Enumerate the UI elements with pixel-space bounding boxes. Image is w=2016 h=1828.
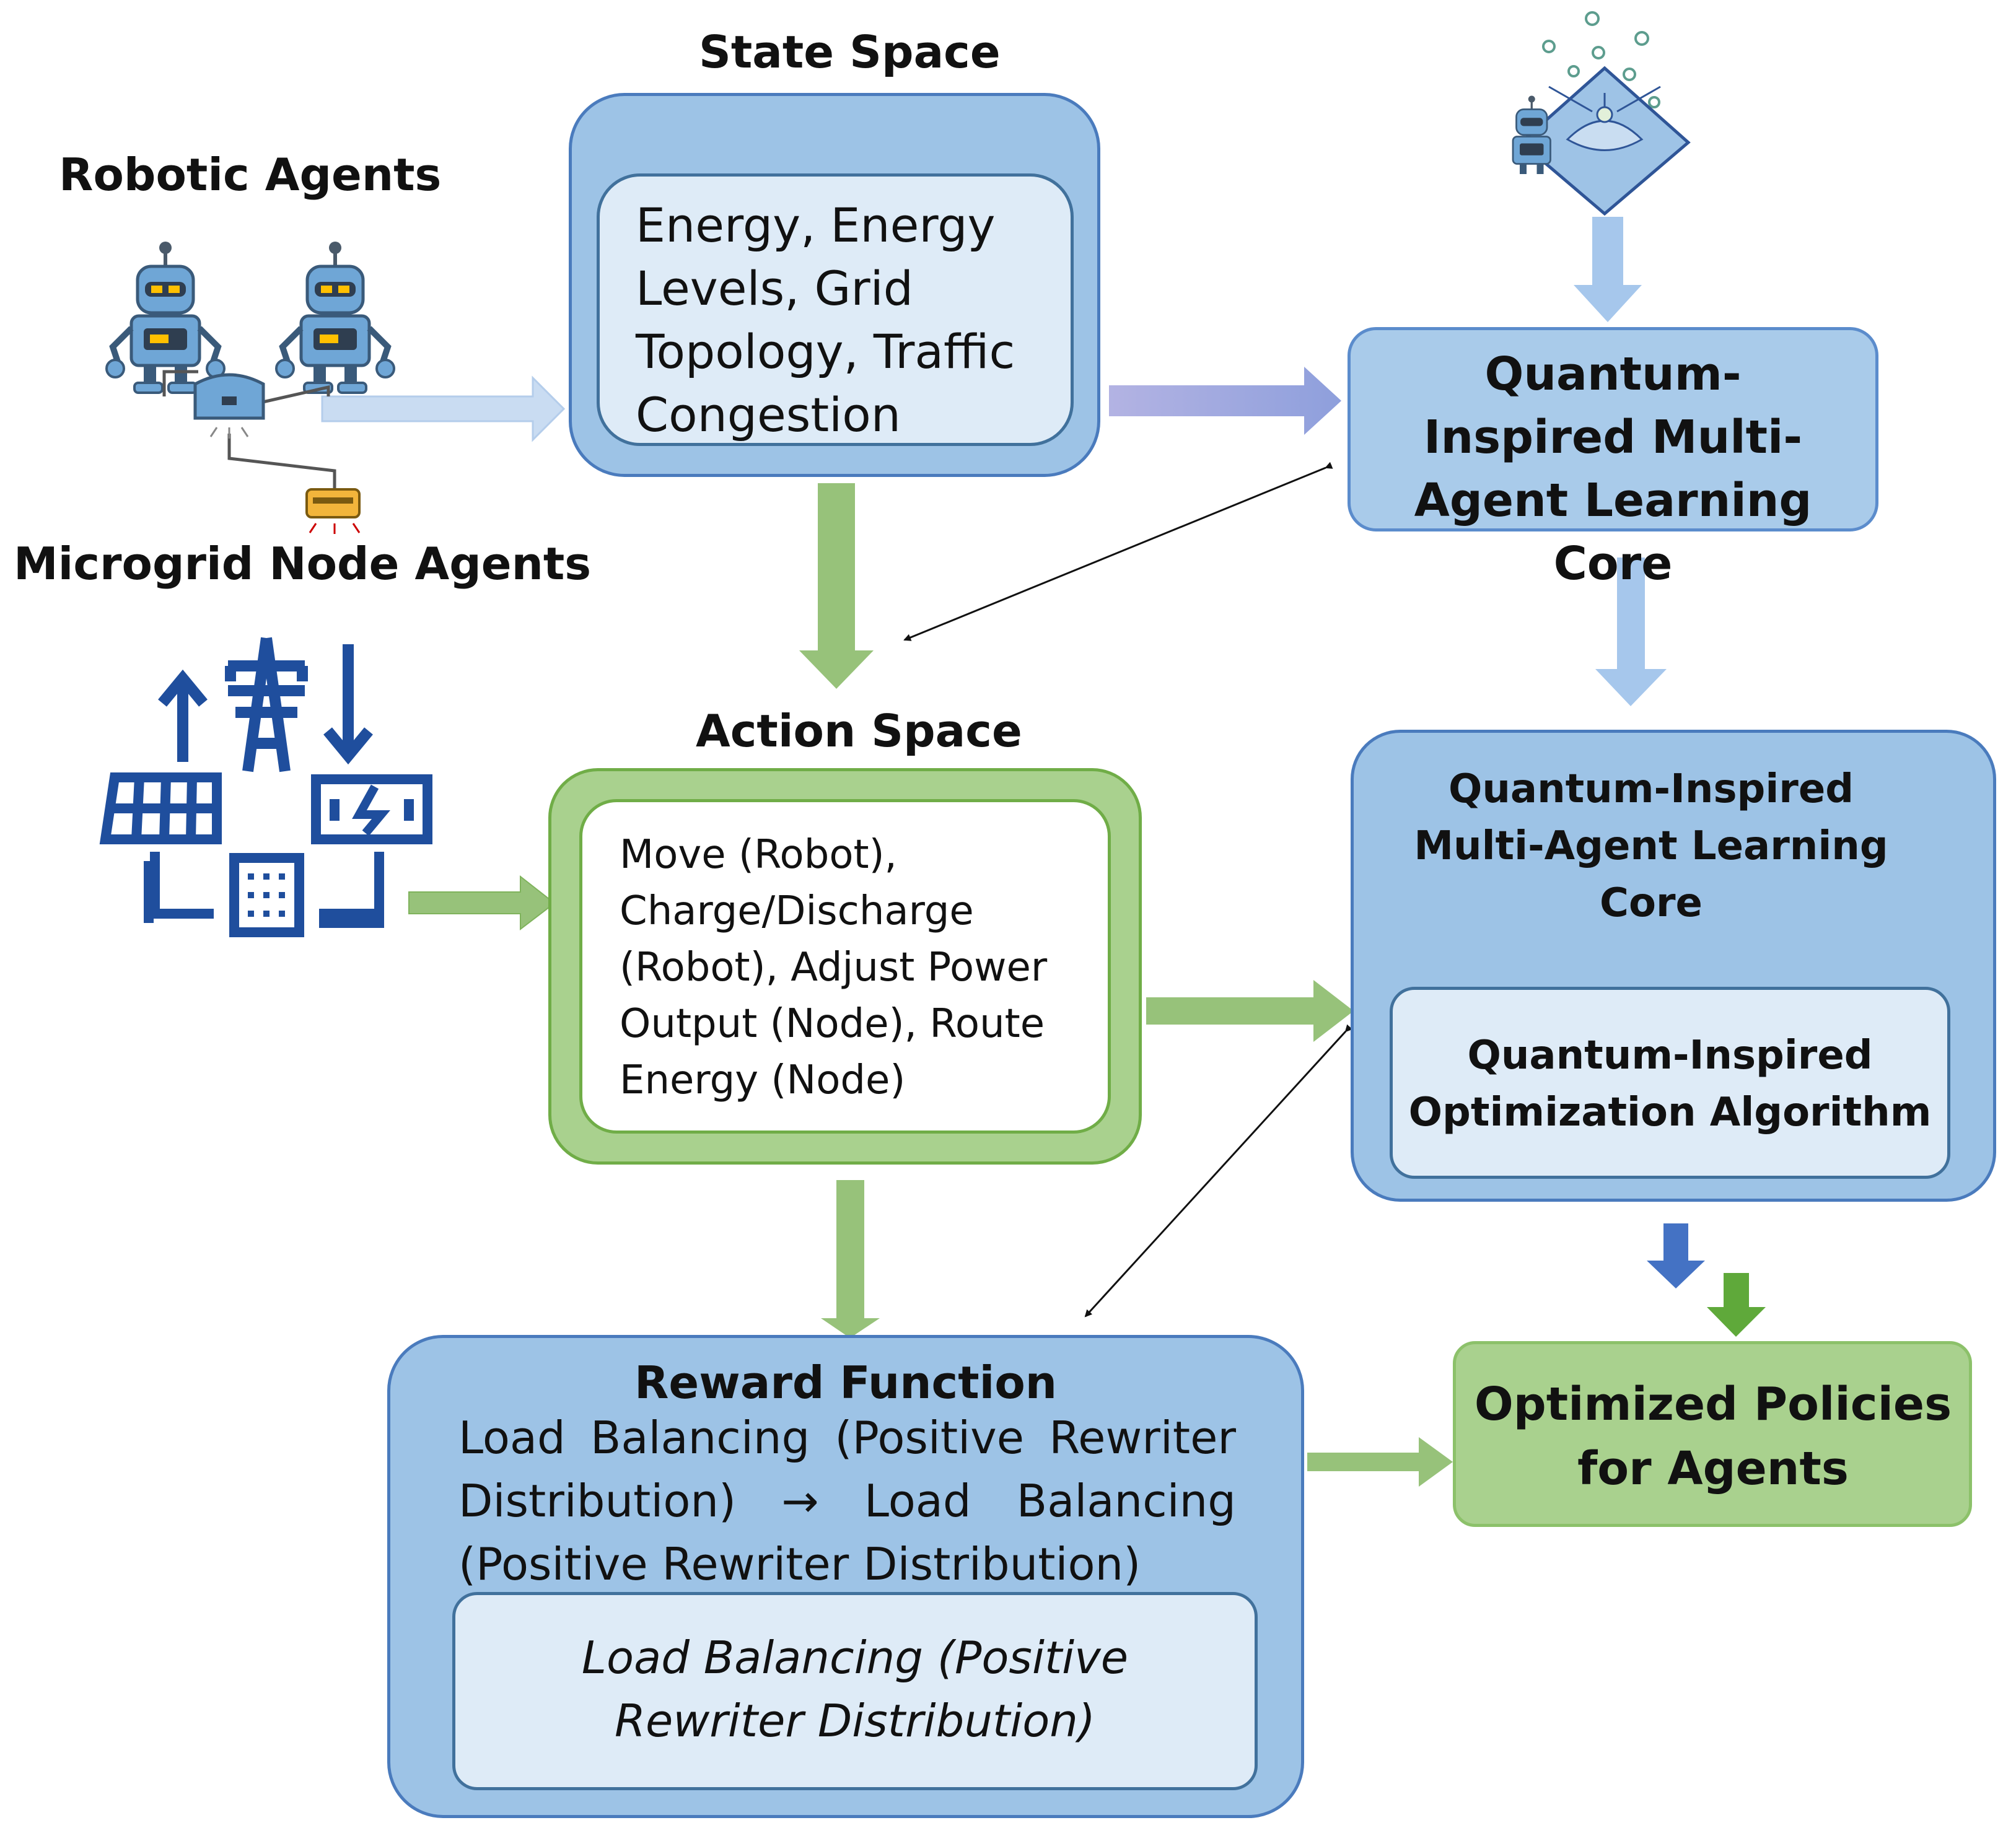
battery-icon — [305, 488, 361, 534]
action-space-box: Move (Robot), Charge/Discharge (Robot), … — [548, 768, 1142, 1165]
action-space-content: Move (Robot), Charge/Discharge (Robot), … — [620, 832, 1048, 1103]
arrow-state-to-action — [799, 483, 874, 689]
battery-storage-icon — [311, 774, 432, 844]
quantum-diamond-icon — [1512, 11, 1691, 216]
link-core-action — [903, 461, 1333, 641]
learning-core-top-label: Quantum-Inspired Multi-Agent Learning Co… — [1414, 348, 1812, 590]
building-icon — [229, 853, 304, 937]
arrow-grid-to-action — [408, 875, 556, 931]
learning-core-box: Quantum-Inspired Multi-Agent Learning Co… — [1351, 730, 1996, 1202]
reward-function-box: Reward Function Load Balancing (Positive… — [387, 1335, 1304, 1818]
hub-icon — [162, 370, 336, 489]
state-space-content: Energy, Energy Levels, Grid Topology, Tr… — [636, 198, 1015, 442]
arrow-down-icon — [323, 644, 373, 765]
arrow-up-icon — [158, 669, 208, 762]
optimized-policies-box: Optimized Policies for Agents — [1453, 1341, 1972, 1527]
arrow-action-to-reward — [821, 1180, 880, 1338]
action-space-content-box: Move (Robot), Charge/Discharge (Robot), … — [579, 799, 1111, 1134]
action-space-title: Action Space — [696, 705, 1022, 757]
robot-icon — [105, 242, 226, 394]
robot-icon — [275, 242, 395, 394]
arrow-output-green — [1707, 1273, 1766, 1337]
state-space-box: Energy, Energy Levels, Grid Topology, Tr… — [569, 93, 1100, 477]
arrow-reward-to-policies — [1307, 1437, 1453, 1487]
arrow-state-to-core — [1109, 367, 1341, 435]
reward-inner-label: Load Balancing (Positive Rewriter Distri… — [581, 1632, 1129, 1747]
grid-connector-icon — [144, 852, 384, 928]
arrow-core-to-corebox — [1595, 558, 1667, 706]
arrow-output-blue — [1647, 1223, 1705, 1288]
reward-function-title: Reward Function — [634, 1357, 1058, 1409]
arrow-robots-to-state — [321, 375, 566, 442]
optimization-algorithm-label: Quantum-Inspired Optimization Algorithm — [1408, 1033, 1932, 1135]
microgrid-agents-label: Microgrid Node Agents — [14, 538, 592, 590]
solar-panel-icon — [99, 772, 222, 844]
arrow-icon-to-core — [1574, 217, 1642, 322]
robotic-agents-label: Robotic Agents — [59, 149, 442, 201]
optimization-algorithm-box: Quantum-Inspired Optimization Algorithm — [1390, 987, 1950, 1179]
power-tower-icon — [225, 637, 308, 772]
link-core-reward — [1084, 1024, 1353, 1318]
arrow-action-to-core — [1146, 980, 1354, 1042]
learning-core-title: Quantum-Inspired Multi-Agent Learning Co… — [1414, 766, 1888, 926]
optimized-policies-label: Optimized Policies for Agents — [1474, 1378, 1952, 1495]
reward-function-content: Load Balancing (Positive Rewriter Distri… — [458, 1412, 1236, 1590]
reward-inner-box: Load Balancing (Positive Rewriter Distri… — [452, 1592, 1258, 1790]
learning-core-top-box: Quantum-Inspired Multi-Agent Learning Co… — [1348, 327, 1878, 590]
state-space-title: State Space — [699, 26, 1001, 78]
state-space-content-box: Energy, Energy Levels, Grid Topology, Tr… — [597, 173, 1074, 446]
